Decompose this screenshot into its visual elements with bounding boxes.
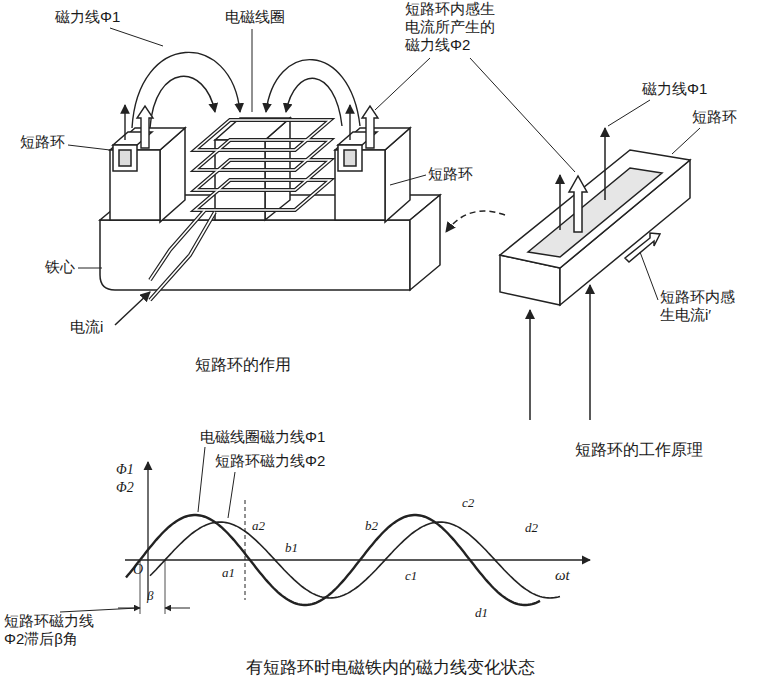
drawing-path [195,120,330,150]
coil [115,120,330,325]
label: 短路环内感生电流所产生的磁力线Φ2 [405,0,497,54]
drawing-line [390,175,426,185]
caption: 有短路环时电磁铁内的磁力线变化状态 [246,656,535,679]
label: 短路环内感生电流i′ [660,288,738,324]
drawing-path [195,160,330,190]
drawing-line [165,560,166,614]
label: ωt [555,566,570,584]
drawing-line [604,128,606,200]
label: 短路环磁力线Φ2滞后β角 [4,612,98,648]
drawing-path [569,176,587,232]
label: 短路环磁力线Φ2 [215,452,325,470]
label: d1 [475,605,488,621]
drawing-line [125,559,590,560]
ring-detail [446,128,690,420]
drawing-line [198,447,205,512]
drawing-path [362,106,378,148]
drawing-path [266,60,360,126]
label: 电磁线圈 [225,8,285,26]
drawing-path [150,522,560,598]
label: Φ1 [116,462,134,479]
drawing-line [60,608,138,612]
drawing-rect [344,150,356,166]
label: a2 [252,518,265,534]
drawing-line [228,472,235,518]
waveform-chart [118,462,590,614]
drawing-path [410,195,440,290]
label: β [147,588,153,604]
label: 铁心 [45,258,75,276]
drawing-path [195,160,330,190]
drawing-path [150,212,215,300]
drawing-line [110,28,163,46]
label: 磁力线Φ1 [55,8,120,26]
label: 电磁线圈磁力线Φ1 [200,428,325,446]
drawing-g [150,120,330,300]
drawing-line [147,462,148,600]
drawing-path [195,120,330,150]
drawing-line [68,145,110,150]
drawing-line [165,608,190,609]
label: d2 [525,520,538,536]
drawing-line [252,29,253,112]
label: 短路环的工作原理 [575,440,703,459]
label: 短路环 [428,165,473,183]
drawing-line [559,175,561,230]
drawing-path [126,515,540,605]
drawing-line [672,128,700,154]
drawing-path [150,212,215,300]
drawing-line [640,252,658,300]
label: 磁力线Φ1 [642,80,707,98]
label: 短路环的作用 [195,355,291,374]
drawing-line [608,100,650,126]
drawing-line [375,58,430,110]
drawing-path [286,78,342,126]
drawing-path [195,140,330,170]
label: 短路环 [20,133,65,151]
drawing-rect [113,145,137,171]
drawing-line [78,268,102,269]
drawing-path [500,150,690,268]
label: c2 [462,495,474,511]
drawing-path [100,220,410,290]
drawing-line [470,58,575,172]
drawing-rect [338,145,362,171]
label: Φ2 [116,480,134,497]
label: c1 [405,568,417,584]
drawing-path [446,211,505,232]
drawing-line [589,285,591,420]
leader-lines [60,28,700,612]
drawing-line [118,608,140,609]
drawing-path [195,180,330,210]
drawing-path [195,140,330,170]
drawing-line [115,292,150,325]
drawing-line [245,500,246,600]
label: 短路环 [692,108,737,126]
label: b1 [285,540,298,556]
drawing-line [529,310,531,420]
label: a1 [222,565,235,581]
label: 电流i [70,318,103,336]
drawing-line [124,105,125,140]
drawing-rect [119,150,131,166]
iron-core [100,118,440,290]
drawing-path [137,106,153,148]
label: b2 [365,518,378,534]
drawing-path [195,180,330,210]
drawing-g [150,120,330,300]
drawing-line [349,105,350,140]
label: O [133,562,143,579]
drawing-path [150,76,215,128]
